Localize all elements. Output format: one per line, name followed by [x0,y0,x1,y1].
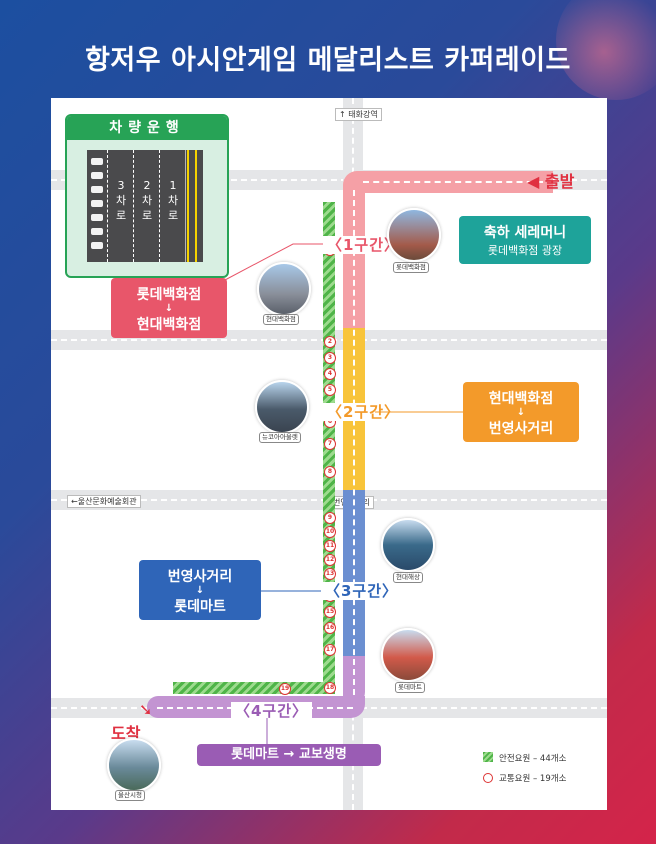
ceremony-callout: 축하 세레머니 롯데백화점 광장 [459,216,591,264]
road-label-north: ↑ 태화강역 [335,108,382,121]
hyundai-dept-building [257,262,311,316]
traffic-legend-icon [483,773,493,783]
section-3-label: 〈3구간〉 [321,582,403,600]
map-panel: ↑ 태화강역 ←울산문화예술회관 번영사거리 차량운행 3차로 2차로 1차로 [51,98,607,810]
start-label: ◀ 출발 [527,172,575,191]
traffic-marker: 17 [324,644,336,656]
new-core-building [255,380,309,434]
traffic-marker: 19 [279,683,291,695]
traffic-legend-label: 교통요원 – 19개소 [499,774,567,784]
traffic-marker: 16 [324,622,336,634]
start-arrow-icon: ◀ [527,172,540,191]
ulsan-city-building [107,738,161,792]
lane-3-label: 3차로 [115,179,127,222]
traffic-marker: 10 [324,526,336,538]
safety-legend-label: 안전요원 – 44개소 [499,754,567,764]
traffic-marker: 8 [324,466,336,478]
safety-staff-strip-bottom [173,682,335,694]
section-1-label: 〈1구간〉 [323,236,405,254]
lane-2-label: 2차로 [141,179,153,222]
ulsan-city-tag: 울산시청 [115,790,145,801]
lotte-dept-tag: 롯데백화점 [393,262,429,273]
lanes-road-diagram: 3차로 2차로 1차로 [87,150,203,262]
end-arrow-icon: ➘ [139,700,153,719]
road-label-west: ←울산문화예술회관 [67,495,141,508]
hyundai-marine-tag: 현대해상 [393,572,423,583]
traffic-marker: 4 [324,368,336,380]
section-1-callout: 롯데백화점 ↓ 현대백화점 [111,278,227,338]
safety-legend-icon [483,752,493,762]
traffic-marker: 9 [324,512,336,524]
traffic-marker: 5 [324,384,336,396]
section-4-callout: 롯데마트 → 교보생명 [197,744,381,766]
lanes-header: 차량운행 [67,116,227,140]
hyundai-marine-building [381,518,435,572]
section-2-callout: 현대백화점 ↓ 번영사거리 [463,382,579,442]
traffic-marker: 12 [324,554,336,566]
lotte-mart-building [381,628,435,682]
section-3-callout: 번영사거리 ↓ 롯데마트 [139,560,261,620]
lanes-box: 차량운행 3차로 2차로 1차로 [65,114,229,278]
page-title: 항저우 아시안게임 메달리스트 카퍼레이드 [85,45,571,76]
section-4-label: 〈4구간〉 [231,702,313,720]
traffic-marker: 11 [324,540,336,552]
lotte-mart-tag: 롯데마트 [395,682,425,693]
section-2-label: 〈2구간〉 [323,403,405,421]
traffic-marker: 2 [324,336,336,348]
traffic-marker: 18 [324,682,336,694]
lane-1-label: 1차로 [167,179,179,222]
traffic-marker: 7 [324,438,336,450]
new-core-tag: 뉴코아아울렛 [259,432,301,443]
hyundai-dept-tag: 현대백화점 [263,314,299,325]
traffic-marker: 13 [324,568,336,580]
lotte-dept-building [387,208,441,262]
traffic-marker: 3 [324,352,336,364]
traffic-marker: 15 [324,606,336,618]
